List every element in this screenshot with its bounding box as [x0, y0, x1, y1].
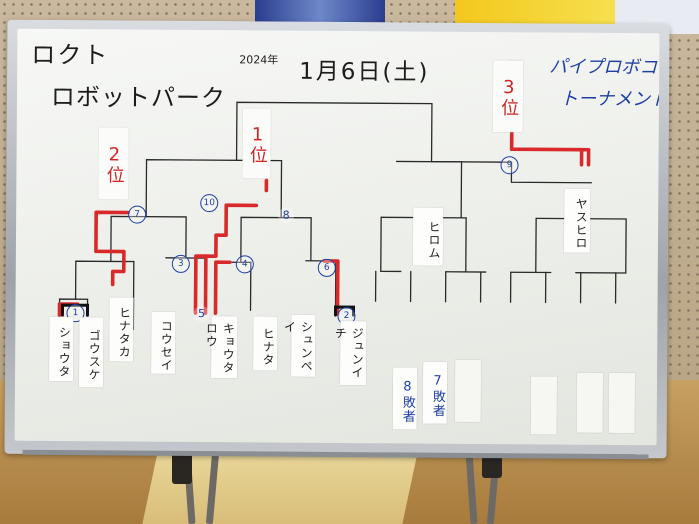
whiteboard-frame: ロクト ロボットパーク 2024年 1月6日(土) パイプロボコン トーナメント… [4, 19, 670, 460]
tournament-title-line2: トーナメント表 [559, 88, 660, 111]
match-number-7: 7 [128, 205, 147, 224]
player-card-junichi: ジュンイチ [333, 321, 367, 386]
player-card-shunpei: シュンペイ [282, 314, 316, 377]
loser-7-card: 7敗者 [422, 361, 448, 424]
match-number-10: 10 [200, 194, 219, 213]
empty-card-2 [530, 376, 558, 435]
empty-card-1 [454, 359, 482, 423]
tournament-title-line1: パイプロボコン [549, 56, 660, 79]
match-number-9: 9 [500, 156, 519, 175]
venue-name-line1: ロクト [31, 40, 110, 70]
player-card-hinata: ヒナタ [253, 316, 278, 371]
venue-name-line2: ロボットパーク [50, 83, 227, 113]
player-card-yasuhiro: ヤスヒロ [563, 188, 591, 253]
player-card-gousuke: ゴウスケ [78, 317, 104, 388]
bracket-lines [57, 101, 627, 331]
match-number-4: 4 [235, 255, 254, 274]
event-year: 2024年 [239, 53, 279, 67]
match-number-8: 8 [278, 207, 295, 224]
empty-card-4 [608, 372, 636, 434]
player-card-shouta: ショウタ [49, 316, 74, 382]
place-second-card: 2位 [98, 127, 129, 200]
match-number-5: 5 [193, 306, 210, 323]
match-number-3: 3 [171, 254, 190, 273]
loser-8-card: 8敗者 [392, 367, 418, 430]
player-card-kousei: コウセイ [151, 311, 176, 374]
event-date: 1月6日(土) [299, 58, 430, 86]
whiteboard: ロクト ロボットパーク 2024年 1月6日(土) パイプロボコン トーナメント… [14, 28, 660, 446]
player-card-kyoutarou: キョウタロウ [204, 316, 238, 379]
place-first-card: 1位 [242, 108, 271, 179]
place-third-card: 3位 [492, 60, 524, 133]
player-card-hinataka: ヒナタカ [109, 297, 134, 362]
match-number-6: 6 [317, 258, 336, 277]
empty-card-3 [576, 372, 604, 433]
player-card-hiromu: ヒロム [412, 207, 444, 266]
stand-clamp-left [172, 450, 192, 484]
